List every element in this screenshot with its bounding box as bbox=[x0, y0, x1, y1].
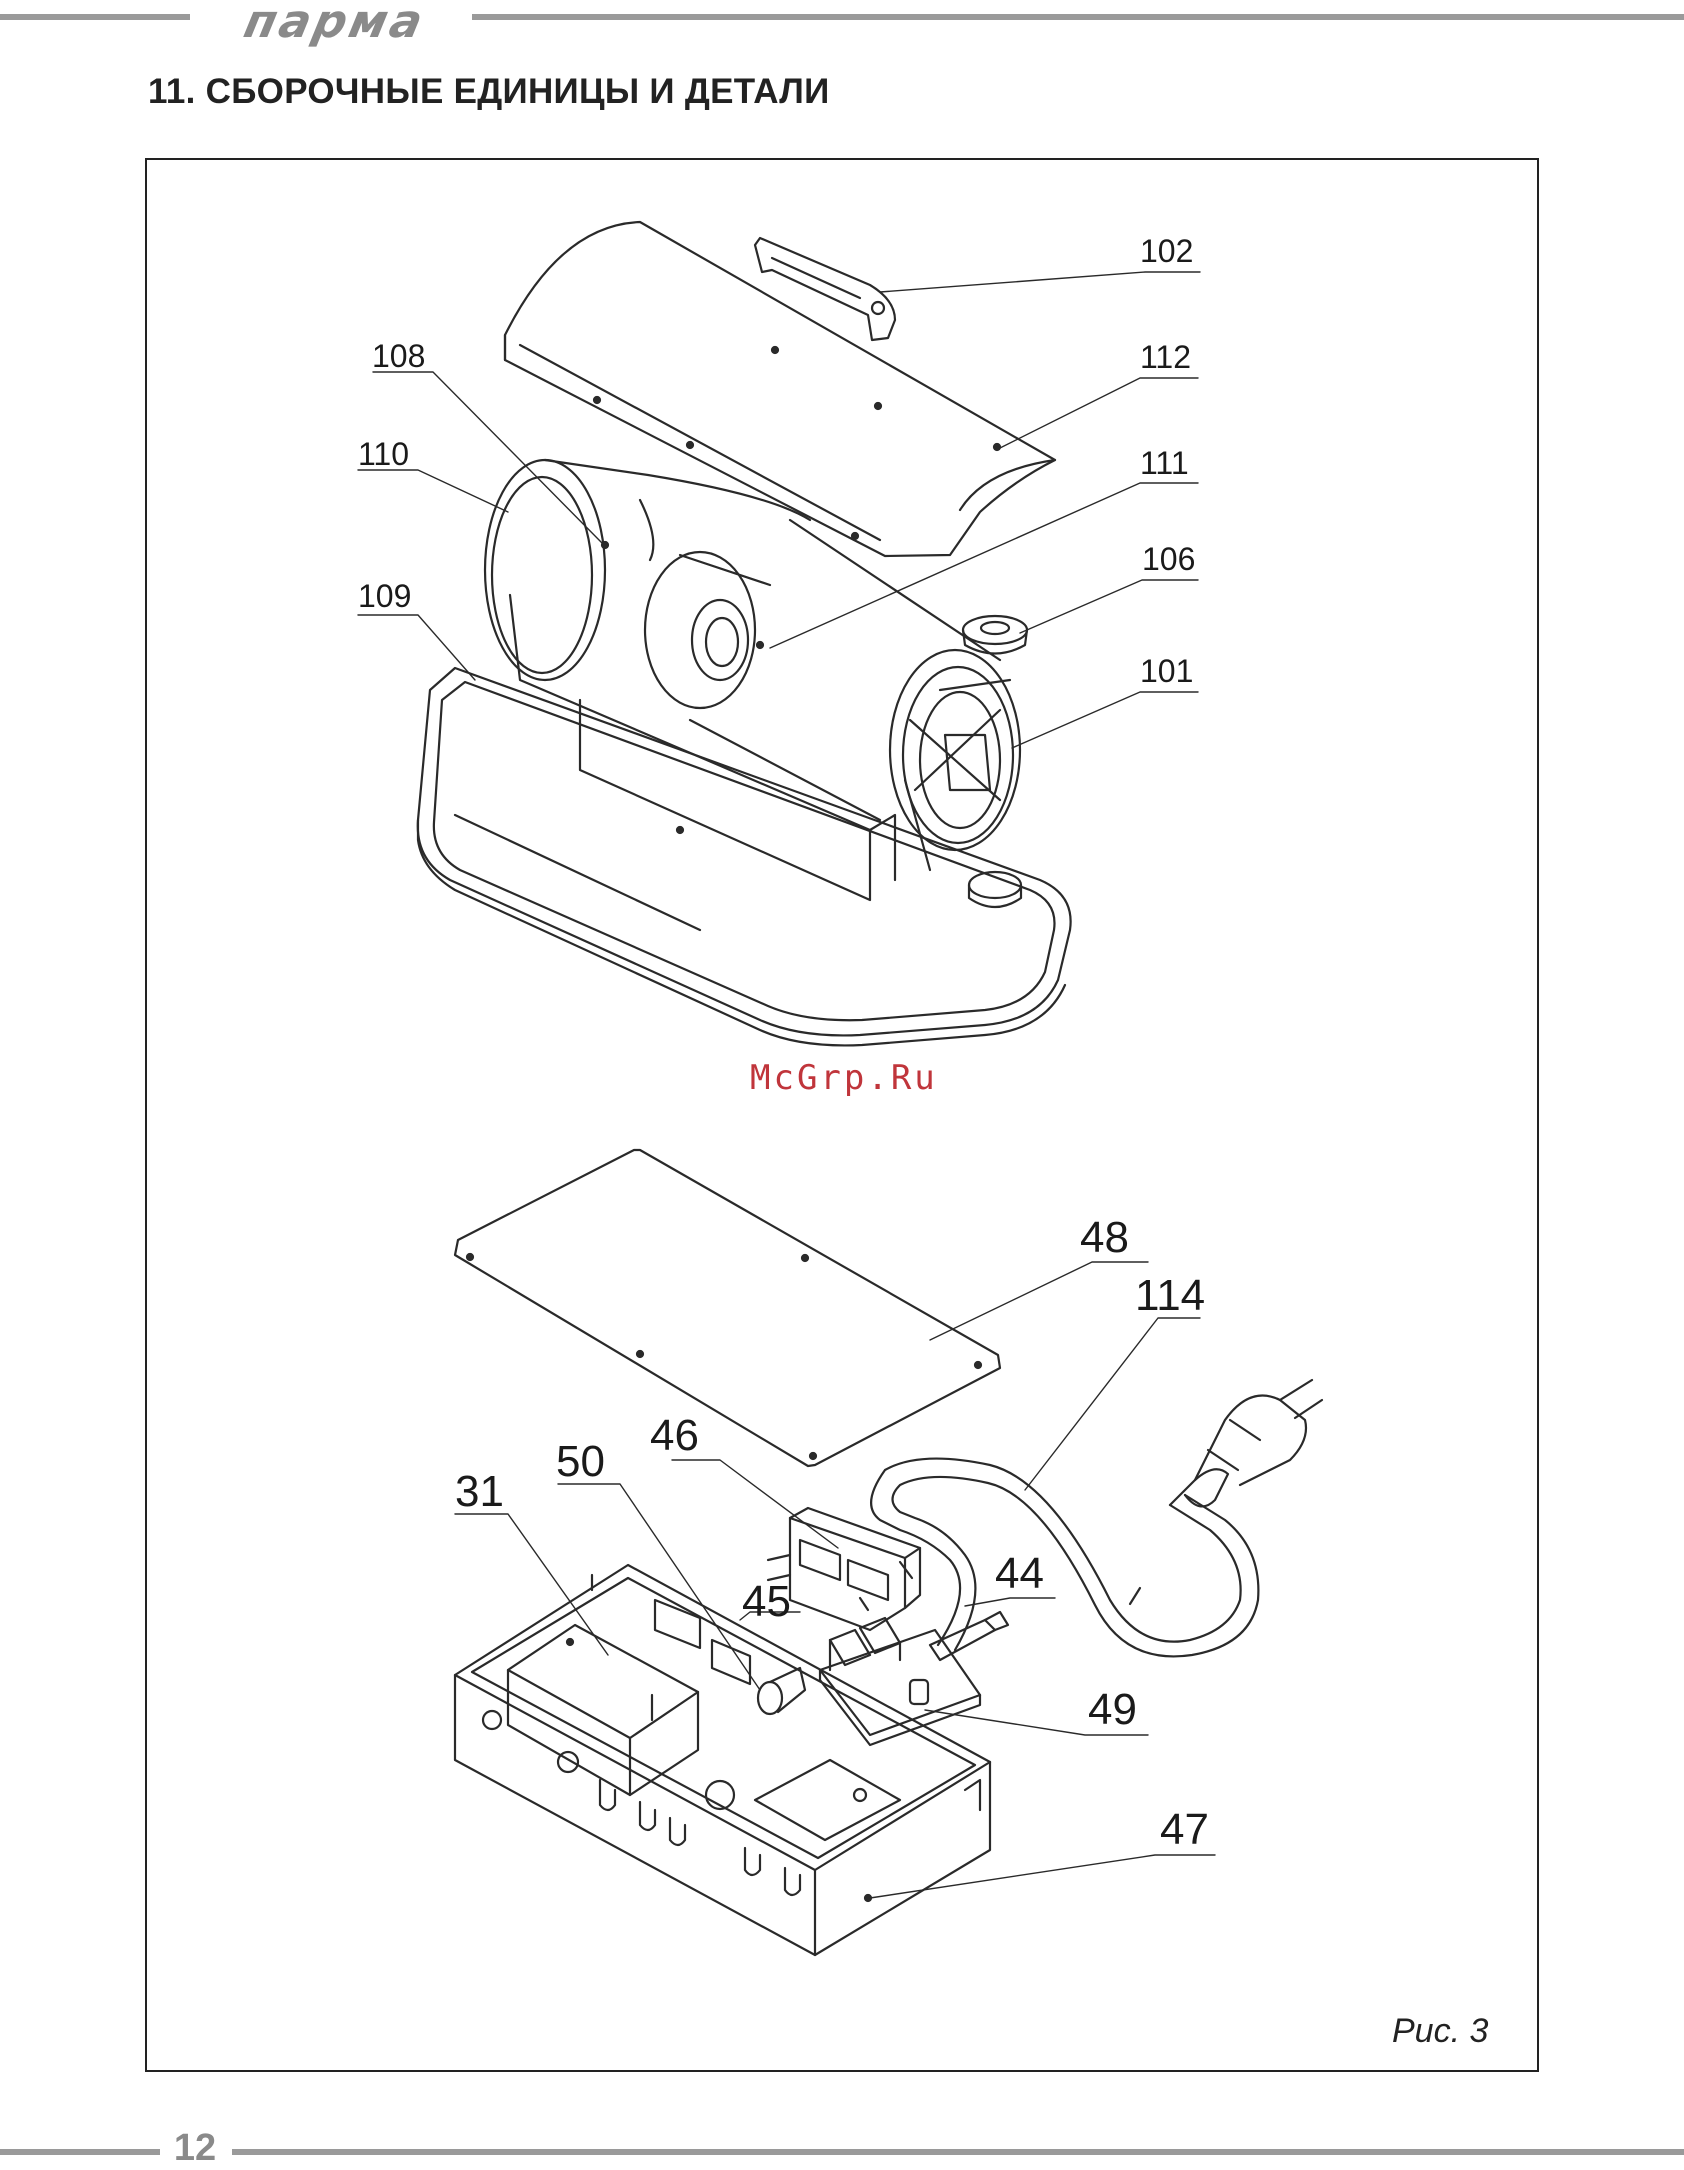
base-tank bbox=[418, 668, 1071, 1045]
callout-46: 46 bbox=[650, 1411, 699, 1460]
lid-plate bbox=[455, 1150, 1000, 1466]
callout-108: 108 bbox=[372, 338, 425, 374]
callout-50: 50 bbox=[556, 1437, 605, 1486]
filler-cap bbox=[963, 616, 1027, 654]
indicator-lamp bbox=[758, 1668, 805, 1714]
callout-48: 48 bbox=[1080, 1213, 1129, 1262]
control-box bbox=[455, 1565, 990, 1955]
callout-110: 110 bbox=[358, 436, 409, 472]
callout-109: 109 bbox=[358, 578, 411, 614]
handle bbox=[755, 238, 895, 340]
callout-101: 101 bbox=[1140, 653, 1193, 689]
transformer bbox=[508, 1625, 698, 1795]
callout-111: 111 bbox=[1140, 445, 1189, 481]
callout-112: 112 bbox=[1140, 339, 1191, 375]
callout-106: 106 bbox=[1142, 541, 1195, 577]
circuit-board bbox=[820, 1612, 1008, 1745]
footer-rule-left bbox=[0, 2149, 160, 2155]
callout-47: 47 bbox=[1160, 1805, 1209, 1854]
callout-49: 49 bbox=[1088, 1685, 1137, 1734]
page-number: 12 bbox=[160, 2127, 230, 2170]
upper-leaders bbox=[358, 272, 1200, 748]
callout-44: 44 bbox=[995, 1549, 1044, 1598]
callout-102: 102 bbox=[1140, 233, 1193, 269]
combustion-chamber bbox=[485, 460, 1020, 870]
lower-leaders bbox=[455, 1262, 1215, 1898]
callout-114: 114 bbox=[1135, 1271, 1205, 1320]
figure-caption: Рис. 3 bbox=[1392, 2012, 1488, 2051]
callout-31: 31 bbox=[455, 1467, 504, 1516]
power-cord bbox=[871, 1380, 1322, 1656]
footer-rule-right bbox=[232, 2149, 1684, 2155]
watermark: McGrp.Ru bbox=[750, 1058, 938, 1098]
callout-45: 45 bbox=[742, 1577, 791, 1626]
